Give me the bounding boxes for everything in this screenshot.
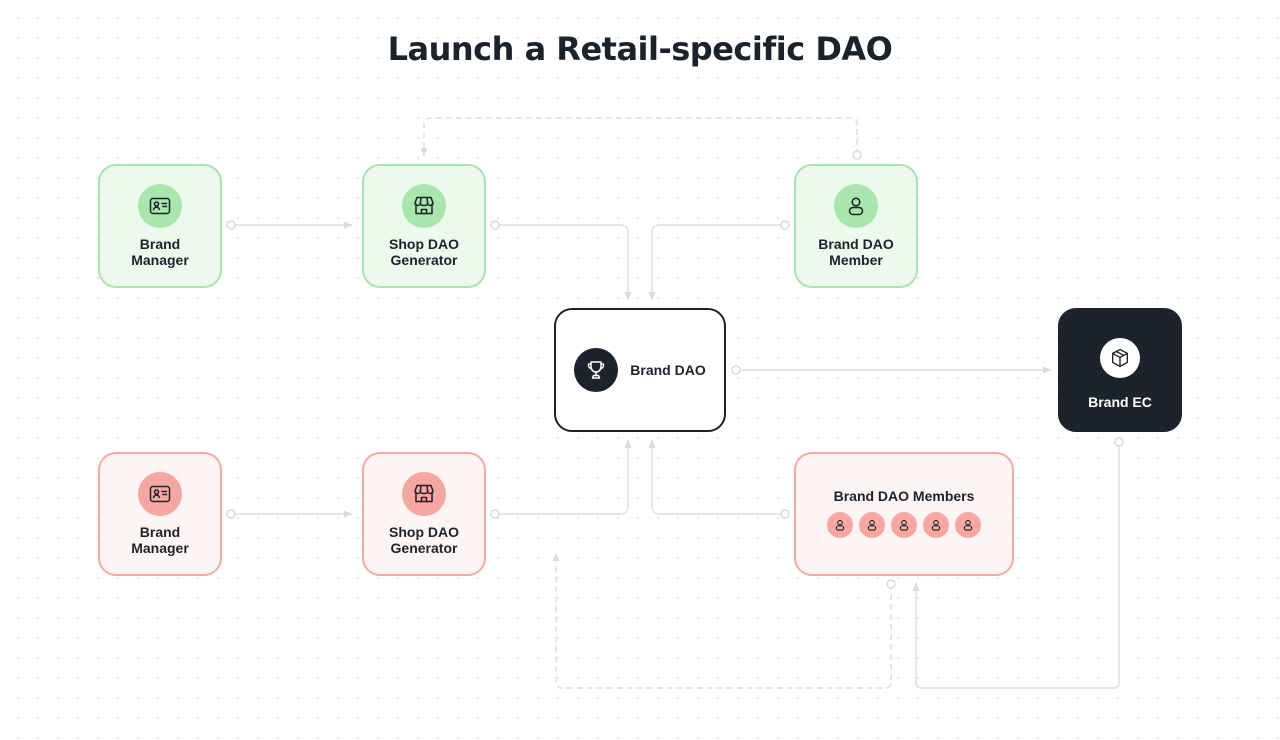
id-card-icon xyxy=(138,472,182,516)
user-icon xyxy=(891,512,917,538)
storefront-icon xyxy=(402,184,446,228)
connector-generator-top-to-brand-dao xyxy=(495,224,632,300)
port-dot xyxy=(1114,437,1124,447)
node-label: Brand Manager xyxy=(131,524,189,556)
connector-member-top-to-brand-dao xyxy=(648,224,785,300)
connector-generator-bottom-to-brand-dao xyxy=(495,440,632,515)
node-label: Brand Manager xyxy=(131,236,189,268)
brand-ec-node[interactable]: Brand EC xyxy=(1058,308,1182,432)
node-label: Brand DAO Member xyxy=(818,236,894,268)
port-dot xyxy=(226,509,236,519)
connector-members-to-brand-dao xyxy=(648,440,785,515)
node-label: Brand DAO xyxy=(630,362,706,378)
user-icon xyxy=(923,512,949,538)
brand-manager-node-top[interactable]: Brand Manager xyxy=(98,164,222,288)
storefront-icon xyxy=(402,472,446,516)
brand-dao-member-node-top[interactable]: Brand DAO Member xyxy=(794,164,918,288)
page-title: Launch a Retail-specific DAO xyxy=(387,30,893,68)
node-label: Brand DAO Members xyxy=(833,488,975,504)
user-icon xyxy=(834,184,878,228)
port-dot xyxy=(780,220,790,230)
user-icon xyxy=(827,512,853,538)
brand-dao-members-node[interactable]: Brand DAO Members xyxy=(794,452,1014,576)
shop-dao-generator-node-bottom[interactable]: Shop DAO Generator xyxy=(362,452,486,576)
connector-member-loop-to-generator xyxy=(420,117,858,156)
id-card-icon xyxy=(138,184,182,228)
node-label: Shop DAO Generator xyxy=(389,236,459,268)
user-icon xyxy=(859,512,885,538)
port-dot xyxy=(490,220,500,230)
brand-dao-node[interactable]: Brand DAO xyxy=(554,308,726,432)
member-avatar-row xyxy=(827,512,981,538)
port-dot xyxy=(731,365,741,375)
brand-manager-node-bottom[interactable]: Brand Manager xyxy=(98,452,222,576)
connector-members-loop-to-generator xyxy=(552,553,892,689)
port-dot xyxy=(780,509,790,519)
user-icon xyxy=(955,512,981,538)
port-dot xyxy=(490,509,500,519)
trophy-icon xyxy=(574,348,619,392)
port-dot xyxy=(886,579,896,589)
port-dot xyxy=(226,220,236,230)
node-label: Shop DAO Generator xyxy=(389,524,459,556)
box-icon xyxy=(1100,338,1140,378)
connector-brand-ec-to-members xyxy=(912,442,1120,689)
node-label: Brand EC xyxy=(1088,394,1152,410)
shop-dao-generator-node-top[interactable]: Shop DAO Generator xyxy=(362,164,486,288)
port-dot xyxy=(852,150,862,160)
